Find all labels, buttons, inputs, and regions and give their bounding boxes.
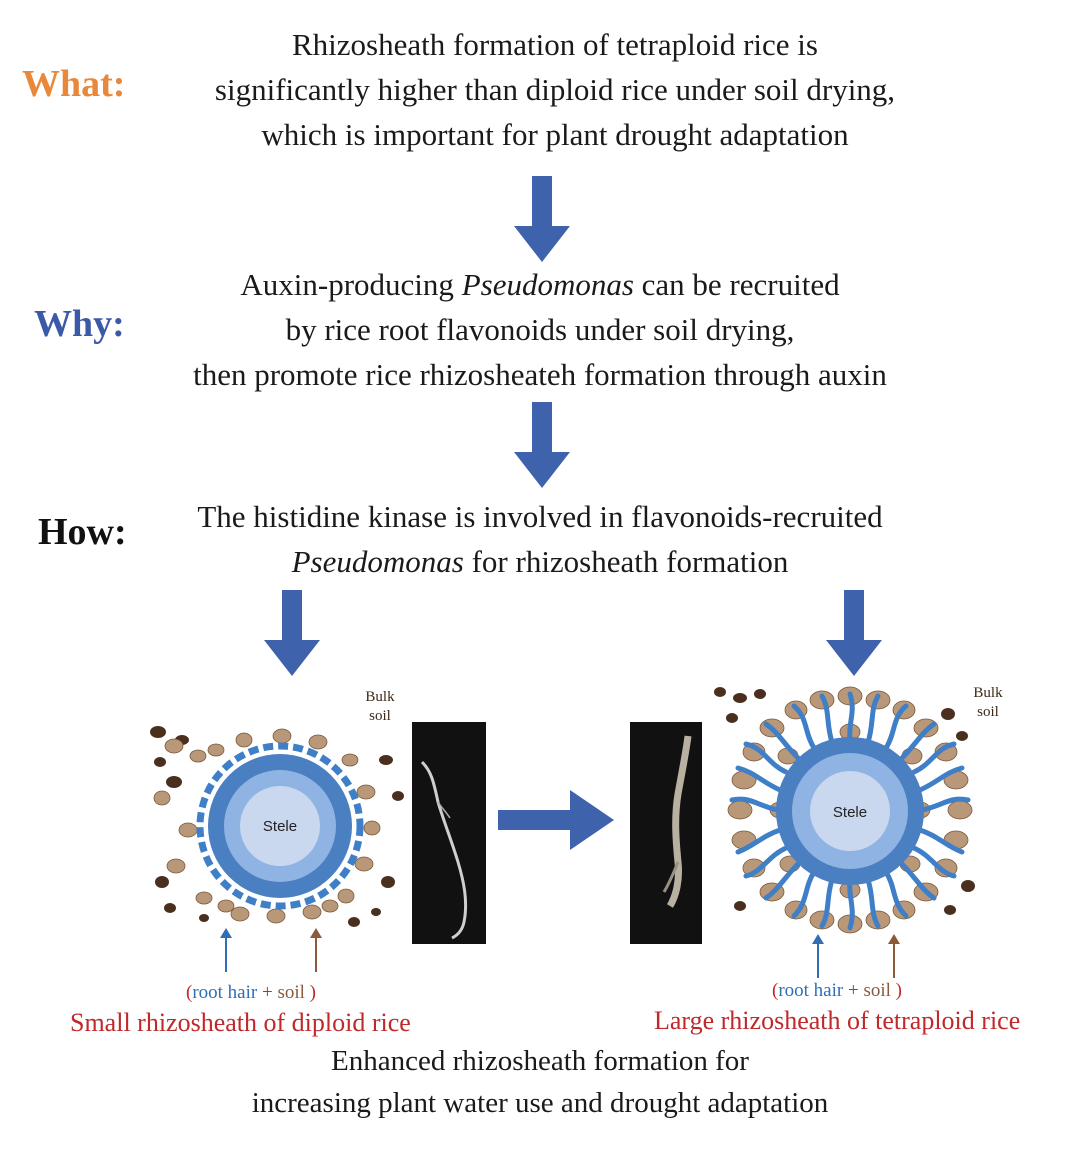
bulk-soil-particles-right [714, 687, 975, 915]
down-arrow-right [826, 590, 882, 676]
root-hair-soil-label-right: (root hair + soil ) [772, 980, 902, 1001]
stele-label-left: Stele [263, 818, 297, 835]
down-arrow-left [264, 590, 320, 676]
root-hair-soil-label-left: (root hair + soil ) [186, 982, 316, 1003]
diploid-root-cross-section: Stele [150, 726, 404, 927]
diploid-root-photo [412, 722, 486, 944]
why-line-3: then promote rice rhizosheateh formation… [193, 357, 887, 392]
soil-pointer-left [310, 928, 322, 972]
what-line-1: Rhizosheath formation of tetraploid rice… [292, 27, 818, 62]
down-arrow-1 [514, 176, 570, 262]
long-root-hairs [729, 691, 971, 931]
why-text: Auxin-producing Pseudomonas can be recru… [140, 262, 940, 397]
how-label: How: [38, 511, 127, 553]
what-line-2: significantly higher than diploid rice u… [214, 72, 896, 107]
tetraploid-root-photo [630, 722, 702, 944]
what-text: Rhizosheath formation of tetraploid rice… [160, 22, 950, 157]
what-label: What: [22, 63, 126, 105]
pseudomonas-term: Pseudomonas [461, 267, 634, 302]
root-hair-pointer-left [220, 928, 232, 972]
conclusion-line-1: Enhanced rhizosheath formation for [331, 1045, 749, 1077]
how-line-1: The histidine kinase is involved in flav… [197, 499, 883, 534]
stele-label-right: Stele [833, 804, 867, 821]
bulk-soil-label-left: Bulk soil [365, 689, 395, 724]
why-line-2: by rice root flavonoids under soil dryin… [285, 312, 795, 347]
rhizosheath-soil [153, 728, 381, 924]
down-arrow-2 [514, 402, 570, 488]
bulk-soil-label-right: Bulk soil [973, 685, 1003, 720]
conclusion-text: Enhanced rhizosheath formation for incre… [140, 1040, 940, 1124]
why-label: Why: [34, 303, 125, 345]
right-arrow [498, 790, 614, 850]
tetraploid-root-cross-section: Stele [714, 686, 975, 934]
how-text: The histidine kinase is involved in flav… [150, 494, 930, 584]
soil-pointer-right [888, 934, 900, 978]
bulk-soil-particles [150, 726, 404, 927]
why-line-1: Auxin-producing Pseudomonas can be recru… [240, 267, 840, 302]
tetraploid-caption: Large rhizosheath of tetraploid rice [654, 1006, 1021, 1035]
diploid-caption: Small rhizosheath of diploid rice [70, 1008, 411, 1037]
pseudomonas-term-2: Pseudomonas [291, 544, 464, 579]
root-hair-pointer-right [812, 934, 824, 978]
conclusion-line-2: increasing plant water use and drought a… [251, 1087, 829, 1119]
how-line-2: Pseudomonas for rhizosheath formation [291, 544, 789, 579]
what-line-3: which is important for plant drought ada… [261, 117, 849, 152]
